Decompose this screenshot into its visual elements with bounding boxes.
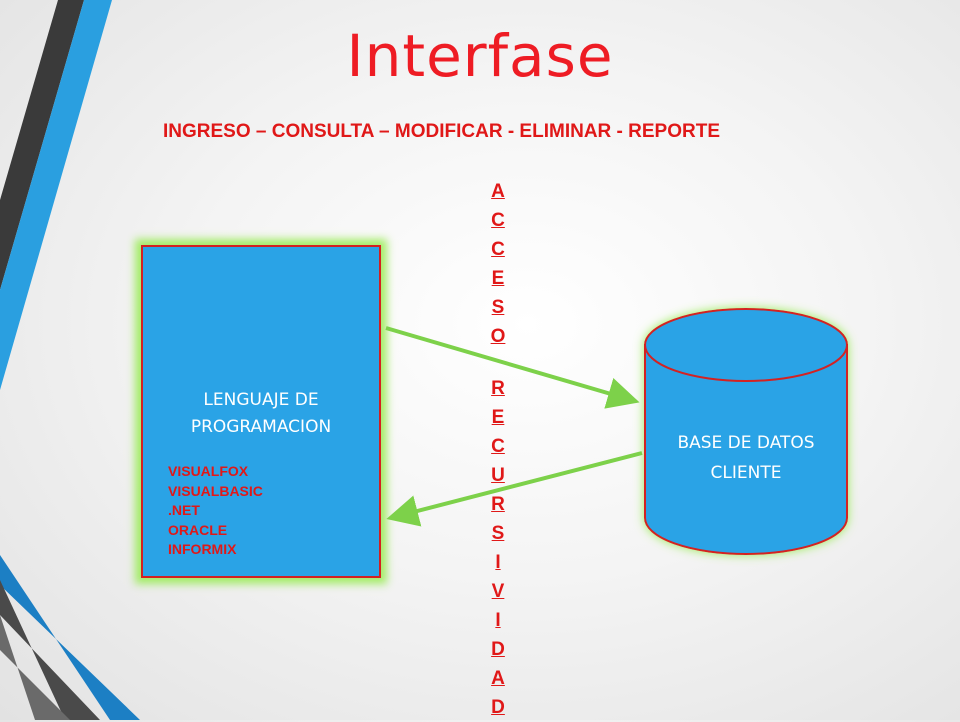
- language-list-item: VISUALFOX: [168, 463, 249, 479]
- database-cylinder: [644, 308, 848, 555]
- vertical-letter: O: [490, 326, 506, 347]
- language-list-item: ORACLE: [168, 521, 228, 538]
- vertical-letter: A: [491, 668, 505, 689]
- language-list: VISUALFOX VISUALBASIC .NET ORACLE INFORMIX: [168, 462, 263, 560]
- vertical-letter: C: [491, 210, 505, 231]
- language-list-item: VISUALBASIC: [168, 482, 263, 499]
- vertical-letter: S: [491, 297, 505, 318]
- vertical-letter: D: [491, 697, 505, 718]
- vertical-letter: R: [491, 494, 505, 515]
- language-box-title: LENGUAJE DE PROGRAMACION: [190, 390, 332, 437]
- vertical-letter: E: [491, 268, 505, 289]
- vertical-letter: I: [495, 610, 501, 631]
- stripe-gray-bottom: [0, 615, 70, 720]
- vertical-letter: A: [491, 181, 505, 202]
- database-cylinder-body: [644, 344, 848, 555]
- vertical-letter: I: [495, 552, 501, 573]
- vertical-letter: S: [491, 523, 505, 544]
- language-list-item: INFORMIX: [168, 541, 237, 557]
- database-label: BASE DE DATOS CLIENTE: [677, 433, 815, 483]
- stripe-blue-top: [0, 0, 112, 390]
- vertical-letter: V: [491, 581, 505, 602]
- arrow-to-database: [385, 326, 640, 409]
- vertical-letter: E: [491, 407, 505, 428]
- slide-title: Interfase: [346, 22, 614, 90]
- database-cylinder-top: [644, 308, 848, 382]
- arrow-to-language-box: [386, 451, 643, 527]
- vertical-letter: D: [491, 639, 505, 660]
- vertical-letter: R: [491, 378, 505, 399]
- vertical-letter: C: [491, 239, 505, 260]
- operations-subtitle: INGRESO – CONSULTA – MODIFICAR - ELIMINA…: [163, 121, 720, 142]
- vertical-letter: U: [491, 465, 505, 486]
- vertical-letter: C: [491, 436, 505, 457]
- language-list-item: .NET: [168, 502, 200, 518]
